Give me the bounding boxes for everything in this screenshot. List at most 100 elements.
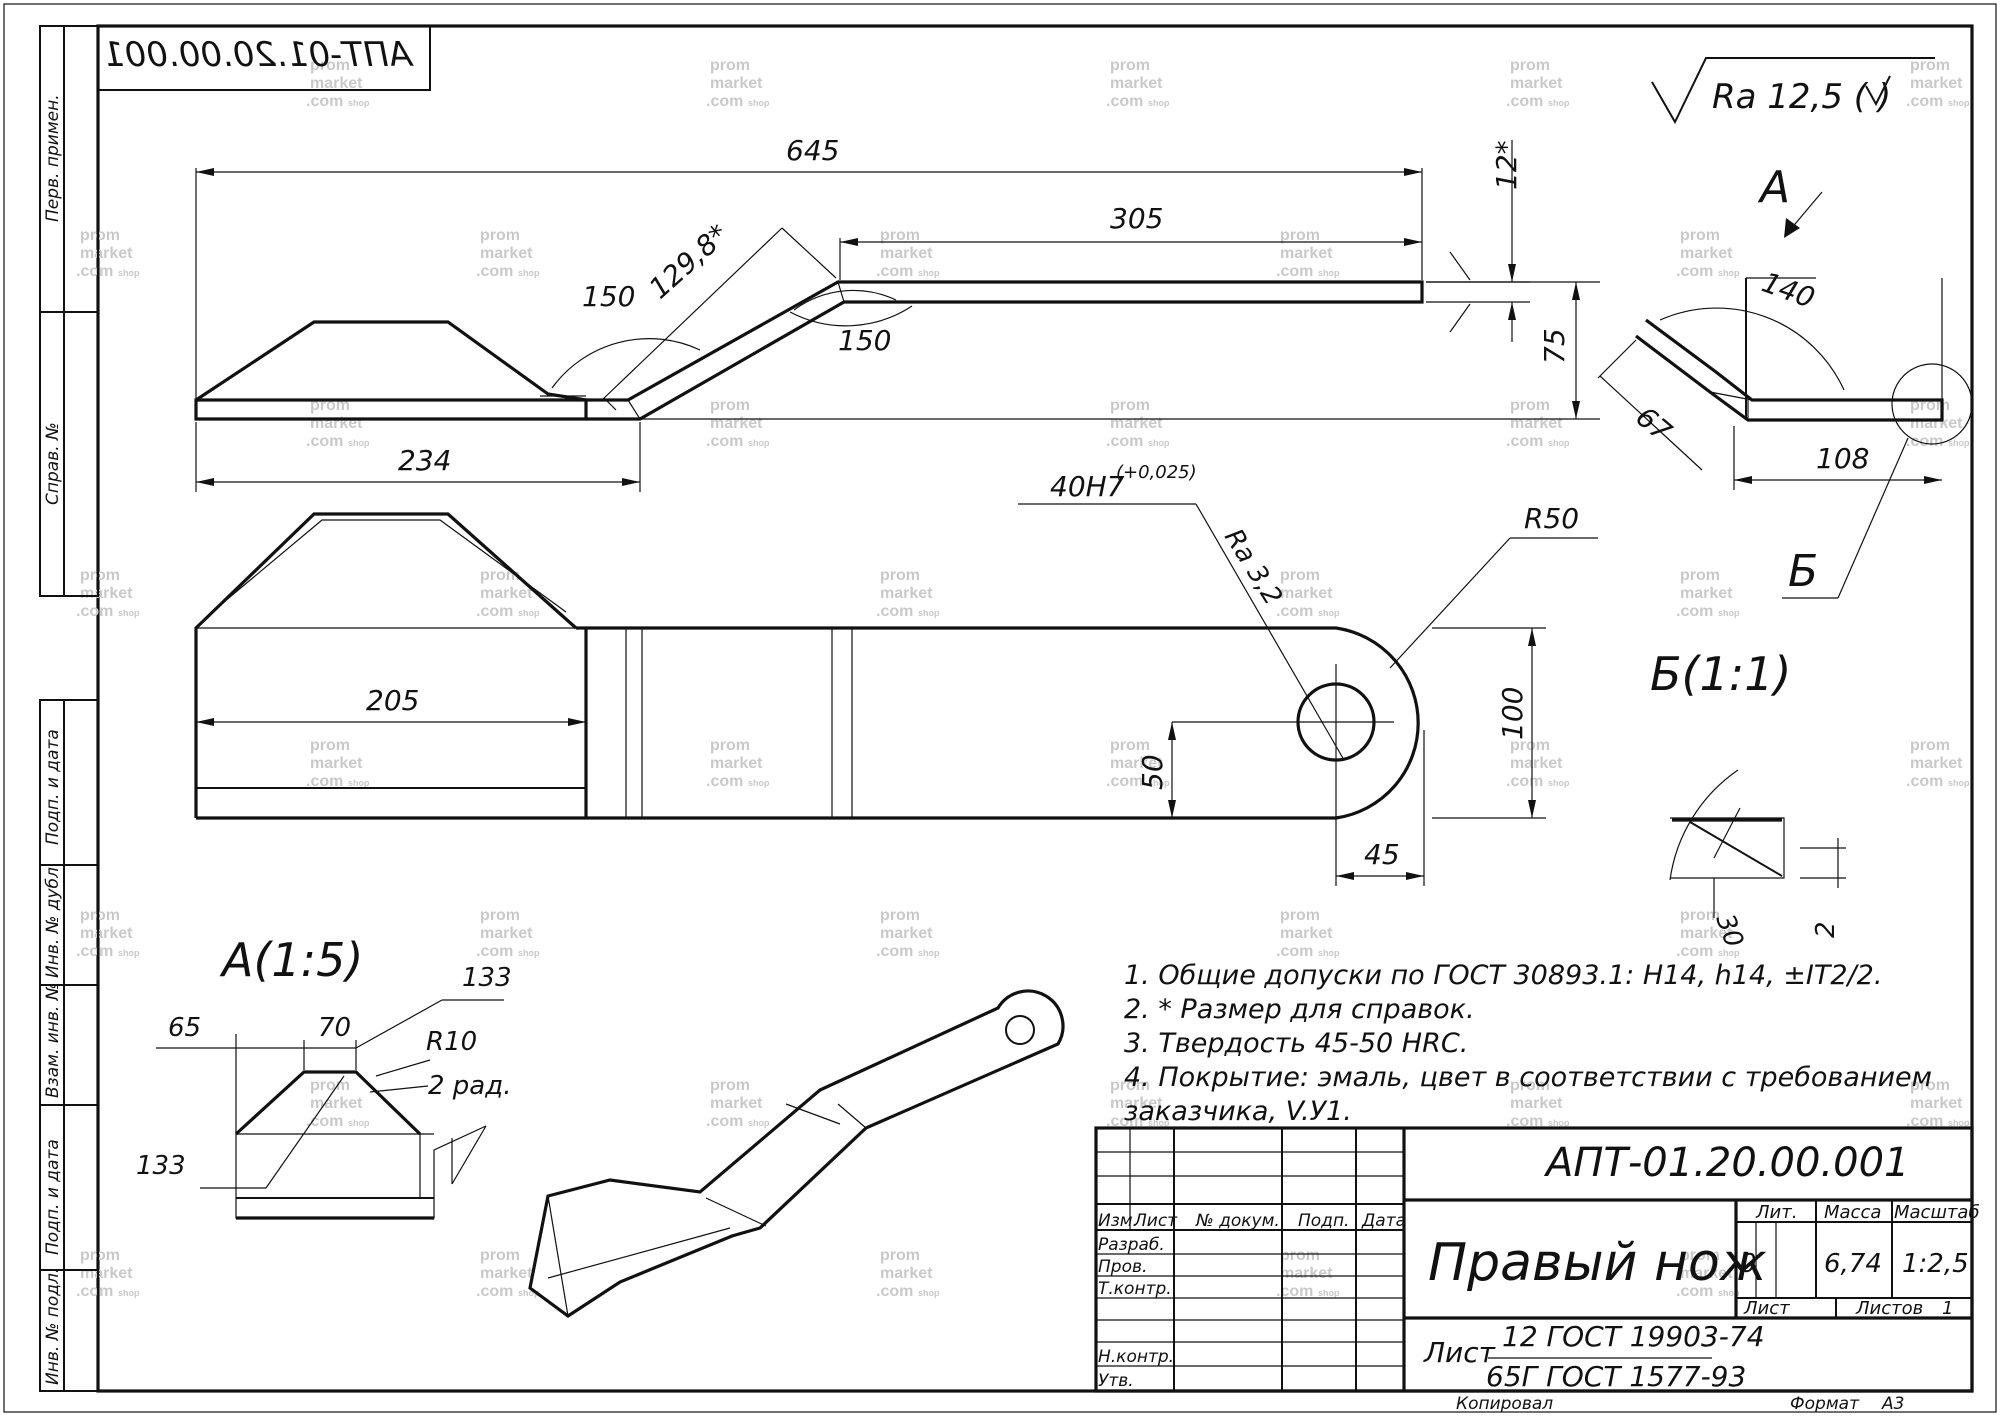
svg-text:shop: shop	[1548, 98, 1570, 108]
svg-text:market: market	[1680, 245, 1733, 262]
tb-utv: Утв.	[1098, 1371, 1134, 1391]
tb-listov-label: Листов	[1855, 1298, 1923, 1319]
svg-text:shop: shop	[1718, 268, 1740, 278]
tb-masshtab-value: 1:2,5	[1902, 1249, 1969, 1279]
svg-text:.com: .com	[706, 1113, 743, 1130]
svg-text:market: market	[1680, 925, 1733, 942]
svg-text:market: market	[1510, 755, 1563, 772]
technical-notes: 1. Общие допуски по ГОСТ 30893.1: Н14, h…	[1124, 960, 1932, 1127]
svg-text:shop: shop	[1148, 1118, 1170, 1128]
svg-text:shop: shop	[518, 608, 540, 618]
svg-text:.com: .com	[706, 93, 743, 110]
side-perv-primen: Перв. примен.	[43, 94, 63, 222]
drawing-title: Правый нож	[1428, 1233, 1767, 1293]
view-a-section: A(1:5) 65 70 133 R10 2 рад. 133	[136, 933, 512, 1220]
isometric-view	[528, 989, 1065, 1318]
view-a-arrow-detail: A 140 67 108 Б	[1597, 162, 1973, 599]
tb-kopiroval: Копировал	[1456, 1394, 1553, 1414]
dim-rad2: 2 рад.	[428, 1071, 511, 1101]
svg-text:shop: shop	[348, 98, 370, 108]
material-line-1: 12 ГОСТ 19903-74	[1502, 1320, 1765, 1353]
dim-645: 645	[786, 134, 839, 167]
svg-text:market: market	[480, 245, 533, 262]
svg-text:prom: prom	[1680, 227, 1720, 244]
svg-text:market: market	[1110, 415, 1163, 432]
svg-text:.com: .com	[1676, 1283, 1713, 1300]
svg-text:shop: shop	[1718, 1288, 1740, 1298]
dim-65: 65	[168, 1013, 201, 1043]
svg-text:prom: prom	[480, 1247, 520, 1264]
svg-text:prom: prom	[1680, 567, 1720, 584]
svg-text:market: market	[80, 245, 133, 262]
side-view: 645 305 129,8* 150 150 234 12*	[194, 134, 1600, 492]
dim-133-b: 133	[136, 1151, 186, 1181]
dim-ra32: Ra 3,2	[1218, 524, 1288, 611]
title-block: Изм. Лист № докум. Подп. Дата Разраб. Пр…	[1094, 1126, 1980, 1414]
side-sprav-no: Справ. №	[43, 422, 63, 505]
svg-text:shop: shop	[348, 438, 370, 448]
svg-text:prom: prom	[1680, 907, 1720, 924]
svg-text:prom: prom	[1280, 567, 1320, 584]
side-inv-podl: Инв. № подл.	[43, 1268, 63, 1385]
svg-text:prom: prom	[80, 227, 120, 244]
svg-text:prom: prom	[1110, 57, 1150, 74]
svg-text:market: market	[80, 1265, 133, 1282]
svg-text:prom: prom	[1510, 1077, 1550, 1094]
outer-border	[3, 3, 1997, 1413]
svg-text:prom: prom	[710, 57, 750, 74]
dim-75: 75	[1538, 328, 1571, 364]
svg-text:shop: shop	[918, 948, 940, 958]
svg-text:.com: .com	[476, 1283, 513, 1300]
svg-text:shop: shop	[1148, 438, 1170, 448]
svg-text:shop: shop	[348, 778, 370, 788]
svg-text:market: market	[1910, 415, 1963, 432]
svg-text:shop: shop	[518, 268, 540, 278]
svg-text:prom: prom	[880, 227, 920, 244]
dim-108: 108	[1816, 442, 1869, 475]
svg-text:shop: shop	[348, 1118, 370, 1128]
svg-text:prom: prom	[1110, 397, 1150, 414]
svg-text:market: market	[1680, 1265, 1733, 1282]
tb-t-kontr: Т.контр.	[1098, 1279, 1172, 1299]
svg-text:.com: .com	[1276, 943, 1313, 960]
svg-text:prom: prom	[1910, 737, 1950, 754]
dim-129: 129,8*	[643, 218, 735, 306]
note-3: 3. Твердость 45-50 HRC.	[1124, 1028, 1468, 1059]
dim-234: 234	[398, 444, 451, 477]
dim-150-a: 150	[582, 280, 635, 313]
dim-140: 140	[1758, 266, 1820, 315]
svg-text:prom: prom	[310, 1077, 350, 1094]
svg-text:market: market	[710, 1095, 763, 1112]
svg-text:prom: prom	[1280, 1247, 1320, 1264]
svg-text:shop: shop	[118, 1288, 140, 1298]
svg-text:market: market	[880, 245, 933, 262]
side-podp-data-1: Подп. и дата	[43, 729, 63, 845]
plan-view: 40H7 (+0,025) Ra 3,2 R50 205 50 100 45	[194, 462, 1598, 886]
svg-text:.com: .com	[1676, 943, 1713, 960]
svg-text:.com: .com	[306, 433, 343, 450]
svg-text:market: market	[480, 585, 533, 602]
svg-text:market: market	[710, 415, 763, 432]
svg-text:prom: prom	[1680, 1247, 1720, 1264]
svg-text:.com: .com	[876, 943, 913, 960]
dim-70: 70	[318, 1013, 351, 1043]
tb-format-value: A3	[1881, 1394, 1904, 1414]
svg-text:shop: shop	[1148, 98, 1170, 108]
